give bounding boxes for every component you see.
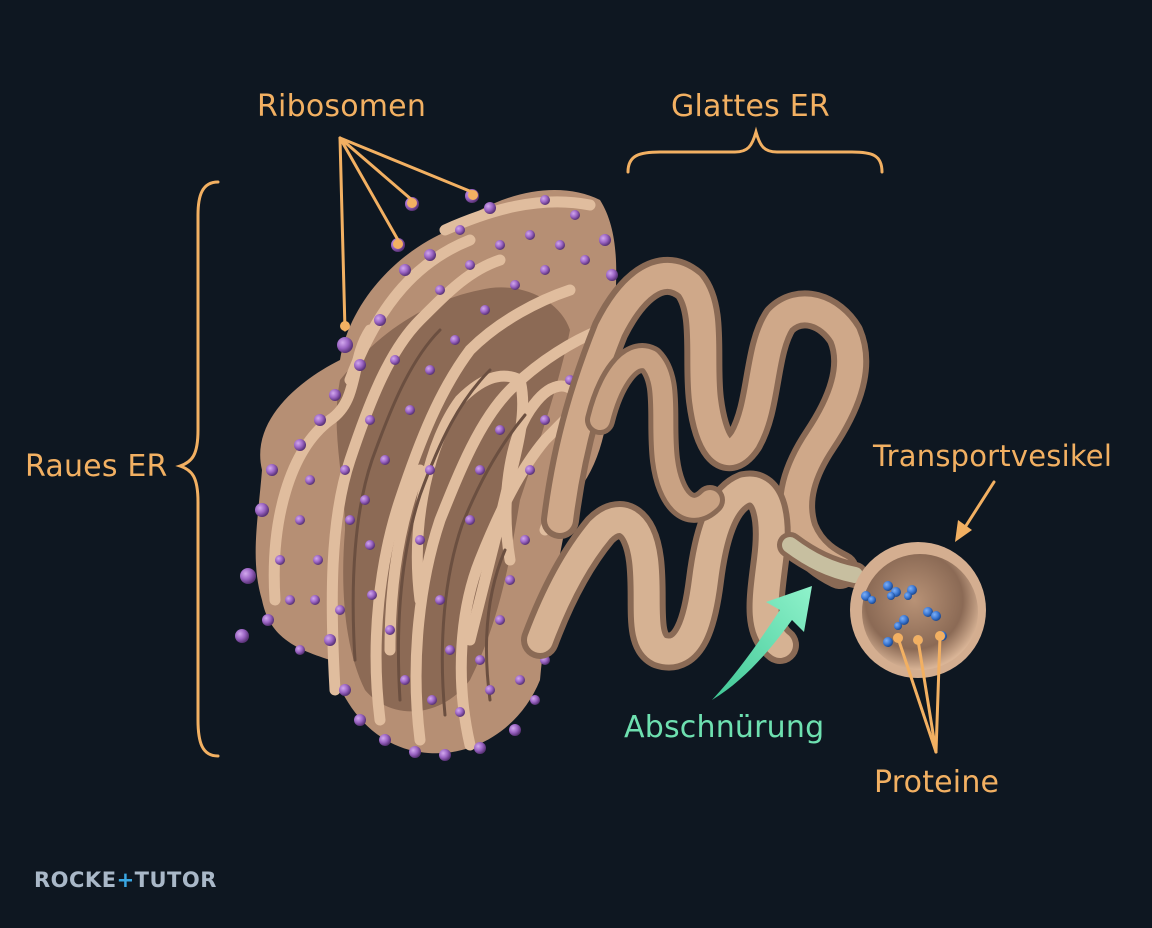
smooth-er <box>521 256 870 671</box>
logo-part-1: ROCKE <box>34 868 117 892</box>
brand-logo: ROCKE+TUTOR <box>34 870 217 891</box>
transport-vesicle <box>850 542 986 678</box>
rough-er <box>235 189 618 761</box>
protein-dots <box>861 581 947 647</box>
label-abschnuerung: Abschnürung <box>624 710 825 745</box>
label-glattes-er: Glattes ER <box>671 89 830 124</box>
logo-part-2: TUTOR <box>134 868 217 892</box>
raues-er-brace <box>175 180 220 758</box>
transportvesikel-arrowhead <box>955 520 972 542</box>
ribosome-dots <box>235 189 618 761</box>
annotation-lines <box>175 126 996 758</box>
label-proteine: Proteine <box>874 765 1000 800</box>
logo-plus: + <box>116 868 135 892</box>
annotation-dots <box>340 190 945 645</box>
label-raues-er: Raues ER <box>25 449 168 484</box>
label-transportvesikel: Transportvesikel <box>873 439 1113 473</box>
glattes-er-brace <box>626 126 884 174</box>
abschnuerung-arrow <box>712 586 812 700</box>
label-ribosomen: Ribosomen <box>257 89 427 124</box>
